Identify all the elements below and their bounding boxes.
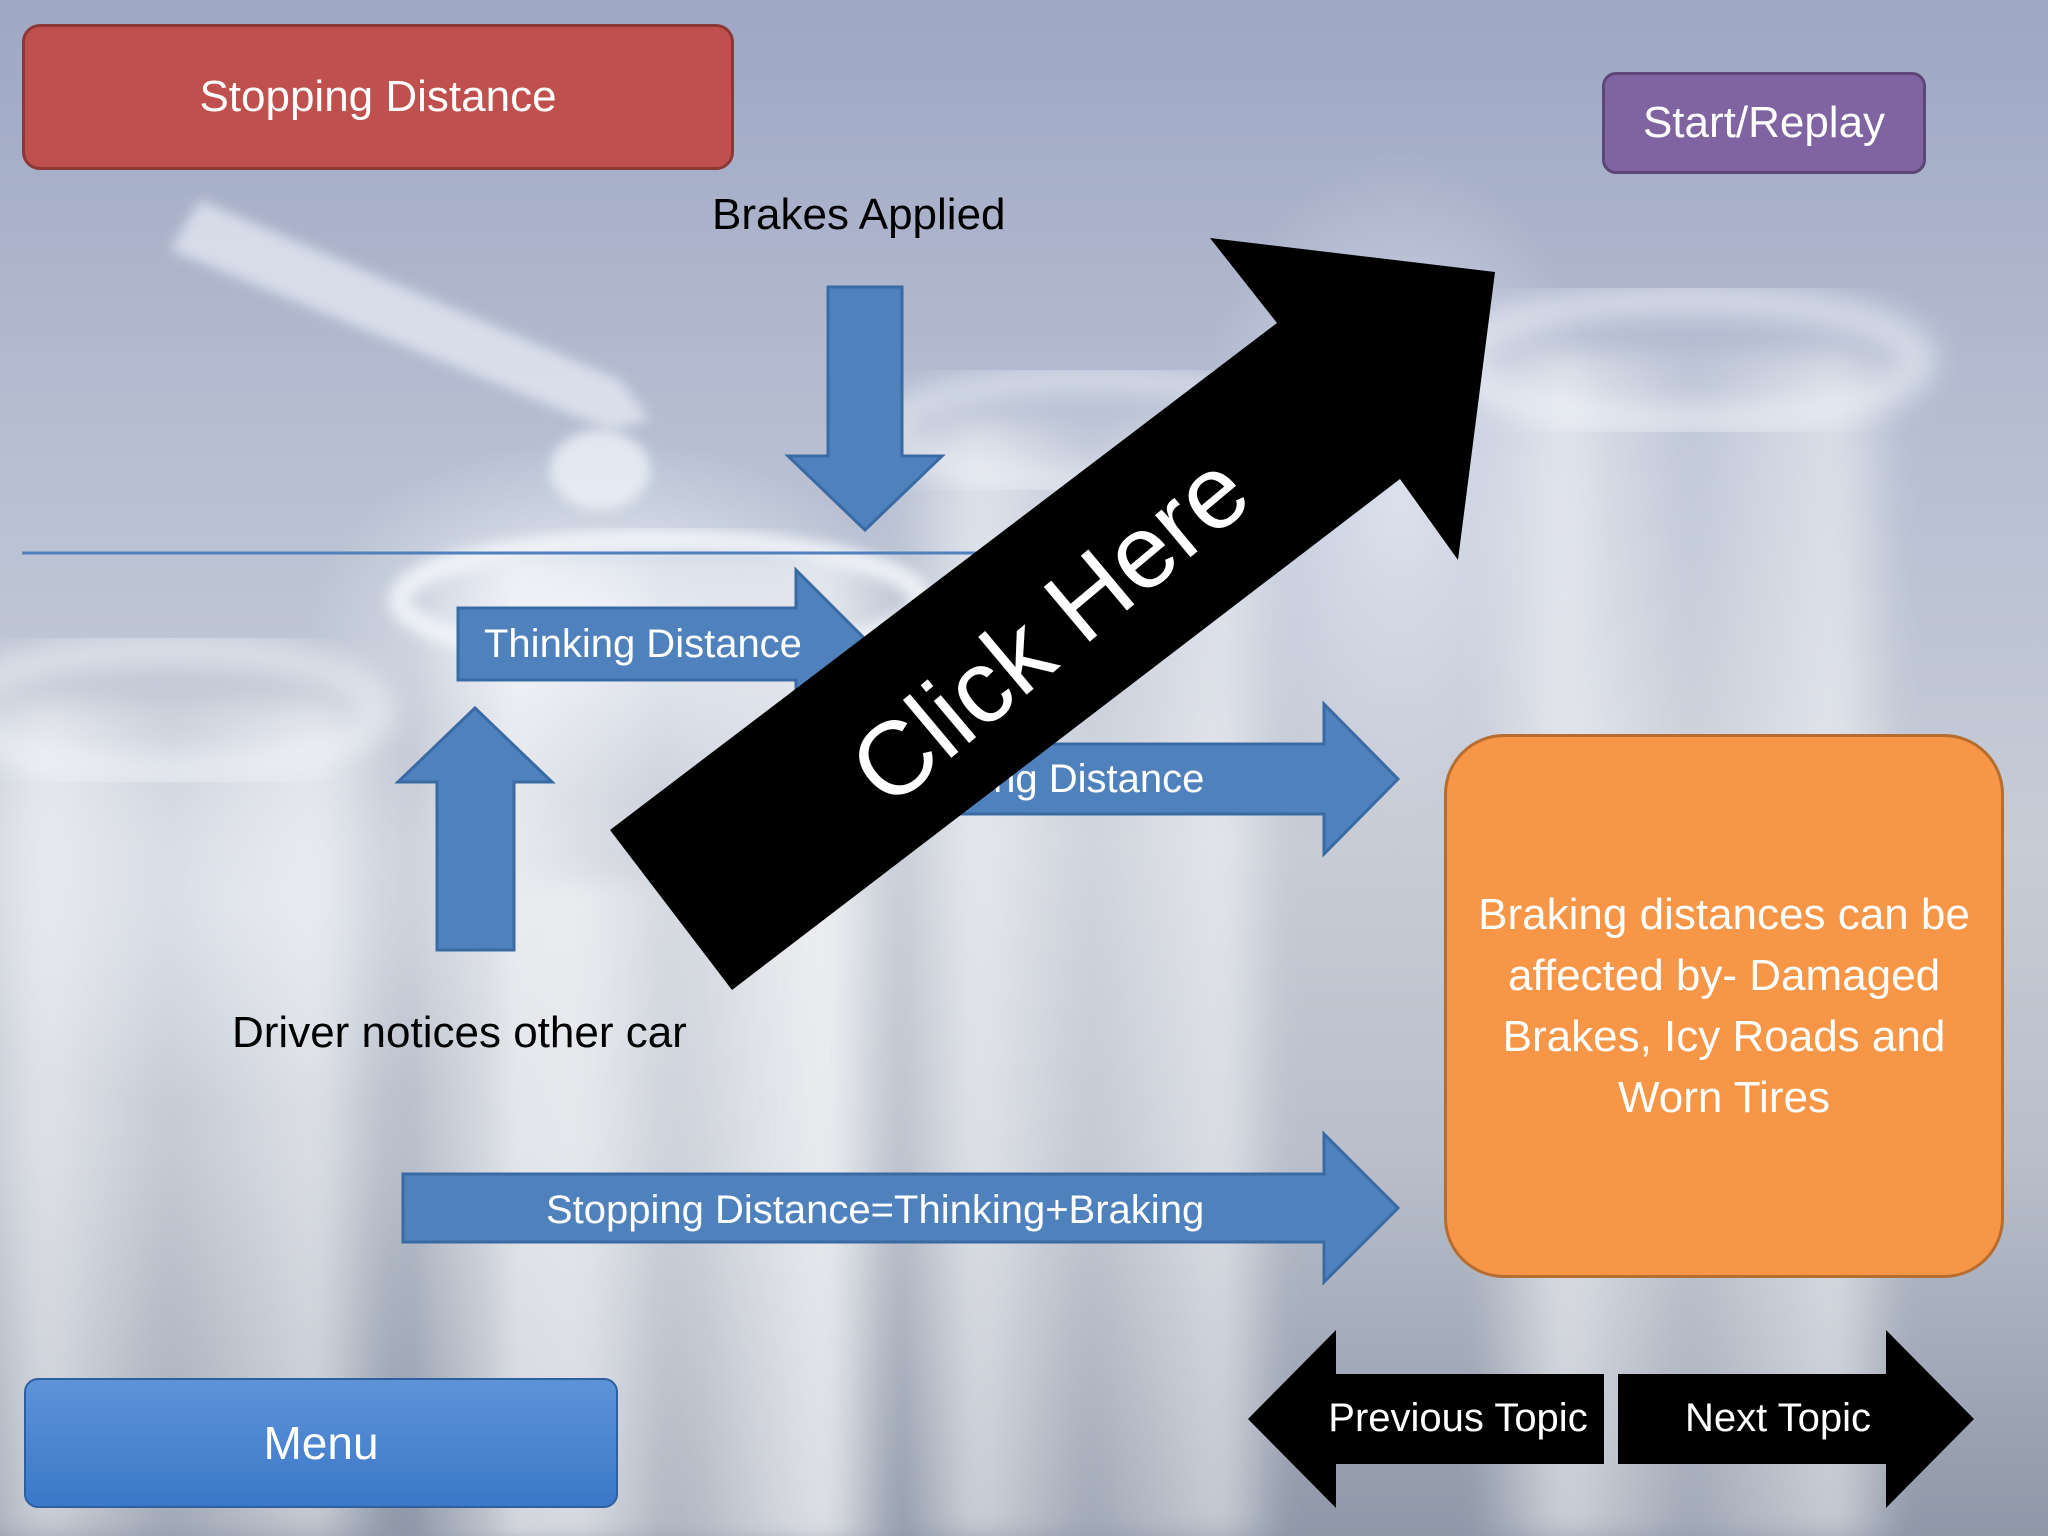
thinking-distance-label: Thinking Distance [484, 622, 802, 666]
brakes-applied-label: Brakes Applied [712, 190, 1006, 239]
next-topic-button[interactable]: Next Topic [1618, 1330, 1974, 1508]
menu-label: Menu [263, 1417, 379, 1469]
title-banner: Stopping Distance [22, 24, 734, 170]
start-replay-button[interactable]: Start/Replay [1602, 72, 1926, 174]
page-title: Stopping Distance [199, 72, 557, 121]
arrow-right-icon [1618, 1330, 1974, 1508]
menu-button[interactable]: Menu [24, 1378, 618, 1508]
start-replay-label: Start/Replay [1642, 98, 1886, 147]
previous-topic-label: Previous Topic [1328, 1396, 1588, 1440]
arrow-up-right-icon[interactable] [610, 238, 1495, 990]
stopping-formula-label: Stopping Distance=Thinking+Braking [546, 1188, 1205, 1232]
next-topic-label: Next Topic [1684, 1396, 1871, 1440]
arrow-left-icon [1248, 1330, 1604, 1508]
driver-notices-label: Driver notices other car [232, 1008, 687, 1057]
previous-topic-button[interactable]: Previous Topic [1248, 1330, 1604, 1508]
braking-factors-box: Braking distances can be affected by- Da… [1444, 734, 2004, 1278]
braking-factors-text: Braking distances can be affected by- Da… [1478, 890, 1970, 1122]
